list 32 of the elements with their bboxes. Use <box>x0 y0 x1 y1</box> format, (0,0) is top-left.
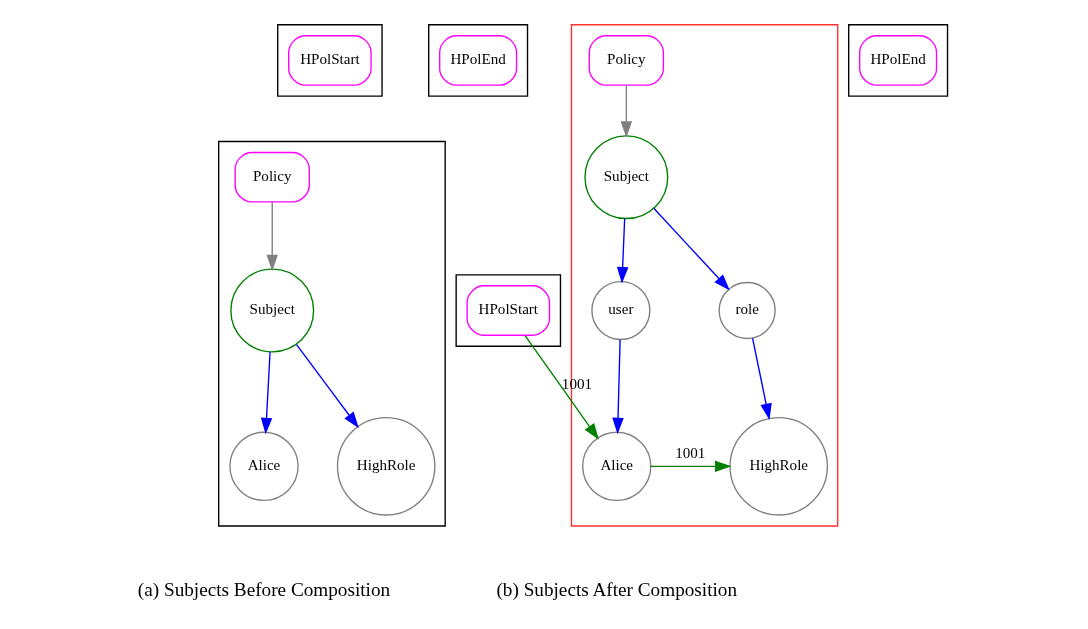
arrow <box>612 338 624 435</box>
node-box: HPolStart <box>288 35 372 86</box>
arrow <box>295 343 359 429</box>
node-circle: HighRole <box>336 417 436 516</box>
arrow <box>653 207 730 291</box>
node-circle: Alice <box>582 431 652 502</box>
node-circle: Subject <box>230 268 315 353</box>
node-circle: Subject <box>584 135 669 220</box>
node-circle: Alice <box>229 431 299 502</box>
cluster <box>848 24 949 97</box>
node-box: HPolStart <box>466 285 551 336</box>
cluster <box>218 140 446 527</box>
arrow <box>751 337 772 421</box>
arrow <box>650 460 732 473</box>
node-circle: role <box>718 281 776 340</box>
edge-label: 1001 <box>675 444 706 461</box>
node-box: Policy <box>234 151 310 203</box>
cluster <box>428 24 529 97</box>
node-circle: user <box>591 280 651 341</box>
label: (a) Subjects Before Composition <box>137 578 391 600</box>
node-box: HPolEnd <box>859 35 938 86</box>
node-circle: HighRole <box>729 417 829 516</box>
arrow <box>620 84 633 138</box>
arrow <box>260 351 273 435</box>
cluster <box>455 274 562 347</box>
node-box: HPolEnd <box>439 35 518 86</box>
node-box: Policy <box>588 35 665 86</box>
arrow <box>524 335 599 440</box>
arrow <box>616 217 629 284</box>
arrow <box>266 201 278 272</box>
cluster <box>277 24 383 97</box>
label: (b) Subjects After Composition <box>496 578 738 600</box>
